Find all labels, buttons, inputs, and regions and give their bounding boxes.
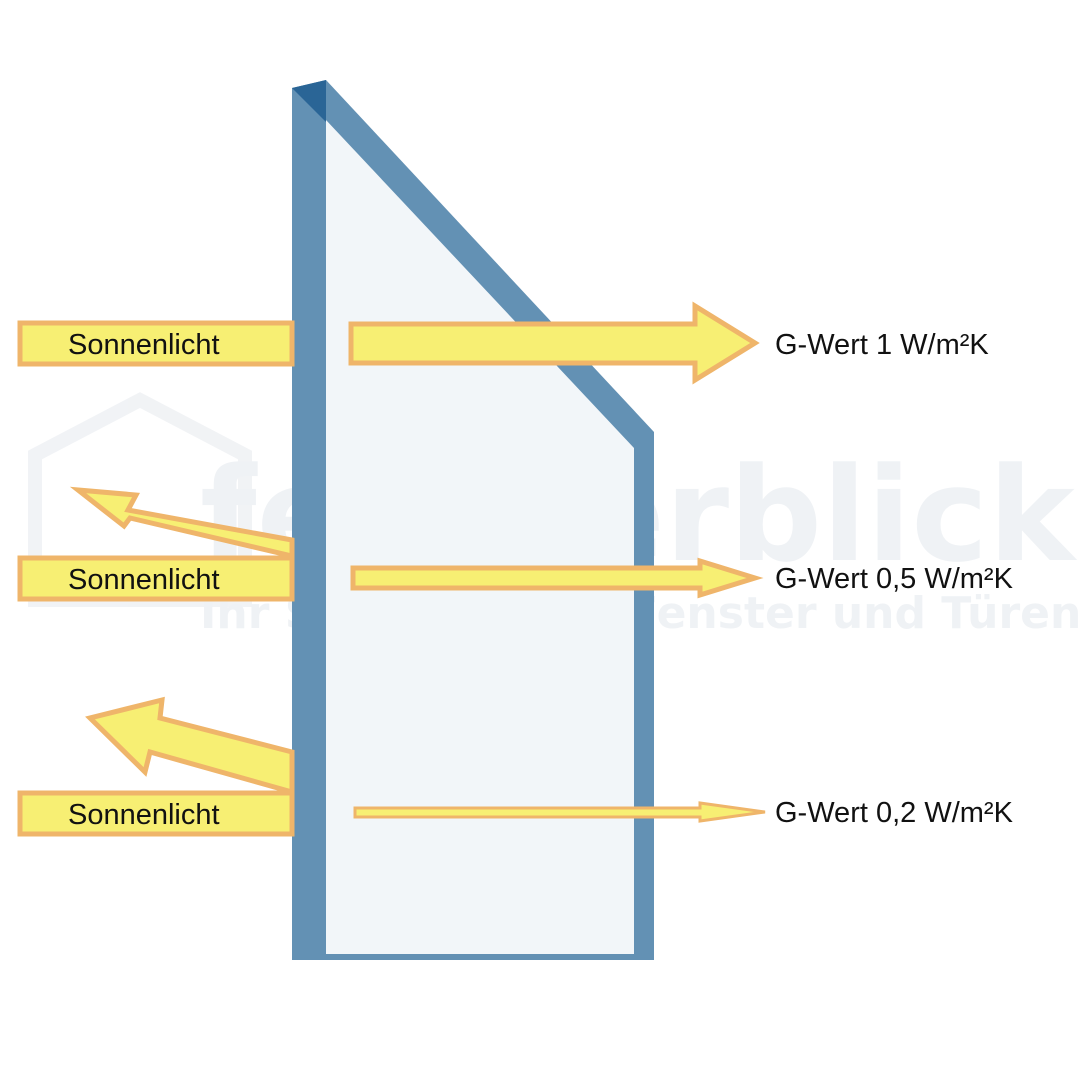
input-label-2: Sonnenlicht bbox=[68, 564, 220, 596]
glass-pane bbox=[292, 80, 654, 960]
output-label-2: G-Wert 0,5 W/m²K bbox=[775, 563, 1014, 595]
output-label-3: G-Wert 0,2 W/m²K bbox=[775, 797, 1014, 829]
output-arrow-3 bbox=[353, 801, 766, 823]
input-label-1: Sonnenlicht bbox=[68, 329, 220, 361]
output-arrow-1 bbox=[348, 301, 760, 385]
input-label-3: Sonnenlicht bbox=[68, 799, 220, 831]
glass-cap bbox=[292, 80, 326, 122]
input-bar-1 bbox=[17, 320, 295, 367]
input-bar-2 bbox=[17, 555, 295, 602]
reflection-arrow-large bbox=[85, 696, 295, 796]
input-bar-3 bbox=[17, 790, 295, 837]
reflection-arrow-medium bbox=[69, 486, 295, 560]
output-label-1: G-Wert 1 W/m²K bbox=[775, 329, 989, 361]
output-arrow-2 bbox=[350, 557, 764, 599]
